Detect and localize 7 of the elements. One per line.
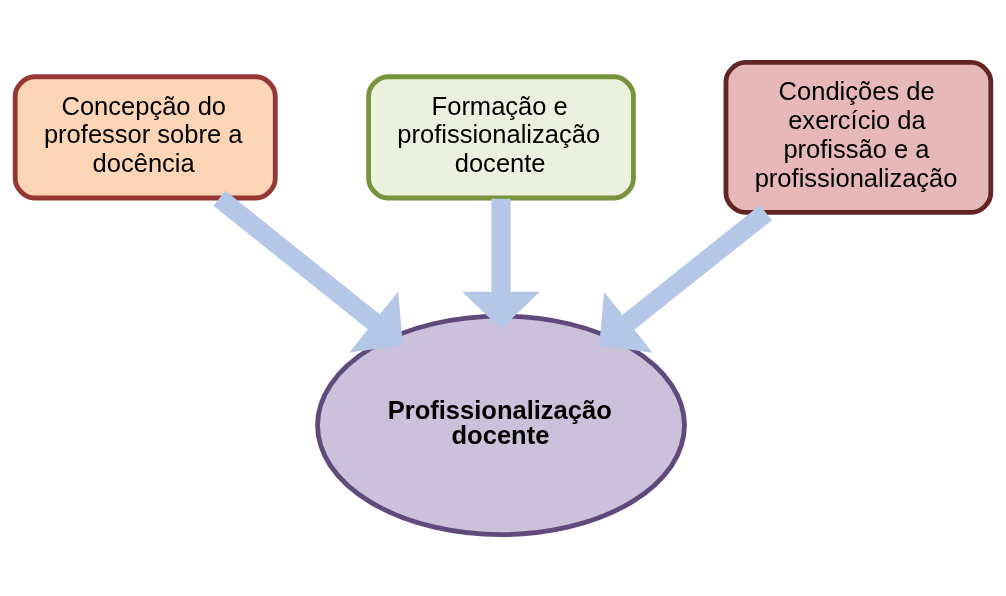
node-box: Condições de exercício da profissão e a profissionalização [723, 59, 994, 215]
arrow [462, 198, 540, 329]
arrow [213, 190, 403, 352]
arrow [599, 204, 772, 353]
node-box: Concepção do professor sobre a docência [12, 73, 278, 200]
node-ellipse: Profissionalização docente [315, 313, 687, 537]
node-box: Formação e profissionalização docente [366, 73, 636, 200]
